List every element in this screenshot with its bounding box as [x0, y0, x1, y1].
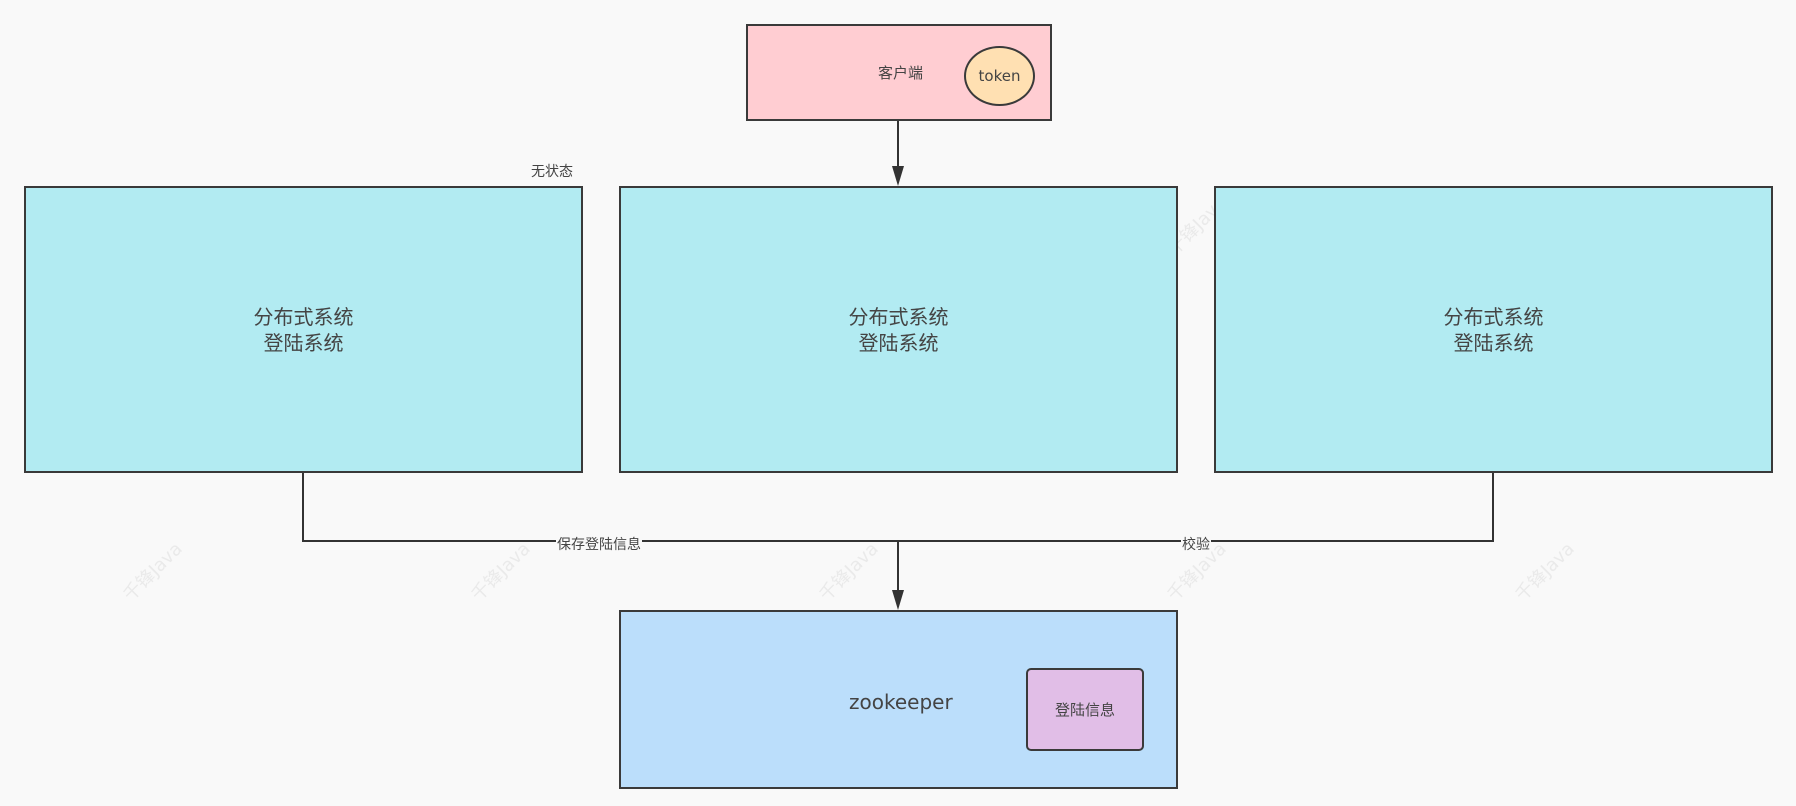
system-label-line1: 分布式系统 — [848, 304, 949, 329]
stateless-annotation: 无状态 — [531, 164, 573, 180]
token-node[interactable]: token — [964, 46, 1035, 106]
client-arrowhead — [892, 166, 904, 186]
system-label-line1: 分布式系统 — [1443, 304, 1544, 329]
zookeeper-arrowhead — [892, 590, 904, 610]
save-connector — [302, 473, 898, 542]
system-label-line2: 登陆系统 — [858, 330, 939, 355]
login-system-node[interactable]: 分布式系统 登陆系统 — [24, 186, 583, 473]
zookeeper-label: zookeeper — [849, 690, 953, 714]
verify-label: 校验 — [1181, 534, 1211, 554]
login-system-node[interactable]: 分布式系统 登陆系统 — [1214, 186, 1773, 473]
login-info-label: 登陆信息 — [1054, 701, 1115, 719]
system-label-line2: 登陆系统 — [263, 330, 344, 355]
client-label: 客户端 — [878, 64, 924, 82]
save-login-info-label: 保存登陆信息 — [556, 534, 642, 554]
zookeeper-node[interactable]: zookeeper 登陆信息 — [619, 610, 1178, 789]
login-system-node[interactable]: 分布式系统 登陆系统 — [619, 186, 1178, 473]
login-info-node[interactable]: 登陆信息 — [1026, 668, 1144, 751]
verify-connector — [898, 473, 1494, 542]
client-node[interactable]: 客户端 token — [746, 24, 1052, 121]
system-label-line2: 登陆系统 — [1453, 330, 1534, 355]
token-label: token — [978, 67, 1021, 85]
system-label-line1: 分布式系统 — [253, 304, 354, 329]
